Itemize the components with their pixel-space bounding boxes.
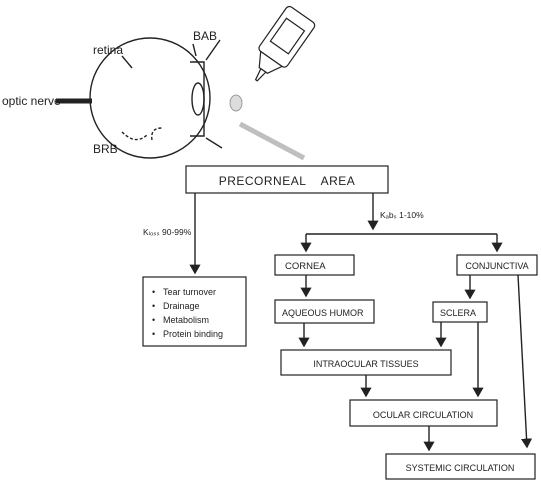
svg-text:•: • bbox=[152, 315, 155, 325]
iris-line-top bbox=[205, 39, 221, 61]
loss-item: Metabolism bbox=[163, 315, 209, 325]
sclera-label: SCLERA bbox=[440, 308, 476, 318]
drop-icon bbox=[229, 94, 243, 112]
arrow-conjunctiva-to-systemic bbox=[517, 274, 533, 449]
loss-item: Tear turnover bbox=[163, 287, 216, 297]
loss-pathways-list: • Tear turnover • Drainage • Metabolism … bbox=[152, 287, 223, 339]
ocular-circulation-box bbox=[349, 399, 498, 427]
aqueous-humor-label: AQUEOUS HUMOR bbox=[282, 308, 364, 318]
eyeball bbox=[89, 37, 211, 159]
ocular-circulation-label: OCULAR CIRCULATION bbox=[373, 410, 473, 420]
systemic-circulation-label: SYSTEMIC CIRCULATION bbox=[406, 463, 515, 473]
eye-drop-bottle-icon bbox=[229, 5, 316, 161]
loss-pathways-box bbox=[142, 276, 247, 347]
conjunctiva-box bbox=[456, 254, 538, 276]
drop-trajectory bbox=[238, 121, 306, 161]
eye-illustration bbox=[56, 37, 223, 159]
intraocular-tissues-box bbox=[280, 349, 452, 376]
brb-barrier bbox=[121, 131, 149, 141]
brb-label: BRB bbox=[93, 142, 118, 156]
precorneal-area-box bbox=[185, 165, 389, 194]
retina-pointer bbox=[121, 55, 133, 69]
conjunctiva-label: CONJUNCTIVA bbox=[465, 261, 528, 271]
optic-nerve-label: optic nerve bbox=[2, 94, 61, 108]
intraocular-tissues-label: INTRAOCULAR TISSUES bbox=[313, 359, 418, 369]
svg-text:•: • bbox=[152, 329, 155, 339]
bab-label: BAB bbox=[193, 29, 217, 43]
lens-shape bbox=[191, 82, 205, 116]
iris-line-bottom bbox=[205, 137, 223, 149]
svg-text:•: • bbox=[152, 287, 155, 297]
loss-rate-label: Kₗₒₛₛ 90-99% bbox=[143, 227, 192, 237]
loss-item: Drainage bbox=[163, 301, 200, 311]
cornea-label: CORNEA bbox=[285, 261, 326, 272]
absorption-rate-label: Kₐbₛ 1-10% bbox=[380, 210, 424, 220]
loss-item: Protein binding bbox=[163, 329, 223, 339]
aqueous-humor-box bbox=[274, 299, 375, 324]
retina-label: retina bbox=[93, 43, 123, 57]
bab-pointer bbox=[192, 43, 197, 57]
brb-barrier-2 bbox=[151, 127, 163, 141]
sclera-box bbox=[432, 301, 488, 323]
precorneal-area-label: PRECORNEAL AREA bbox=[219, 174, 356, 188]
cornea-box bbox=[274, 254, 355, 276]
svg-text:•: • bbox=[152, 301, 155, 311]
systemic-circulation-box bbox=[385, 453, 536, 480]
